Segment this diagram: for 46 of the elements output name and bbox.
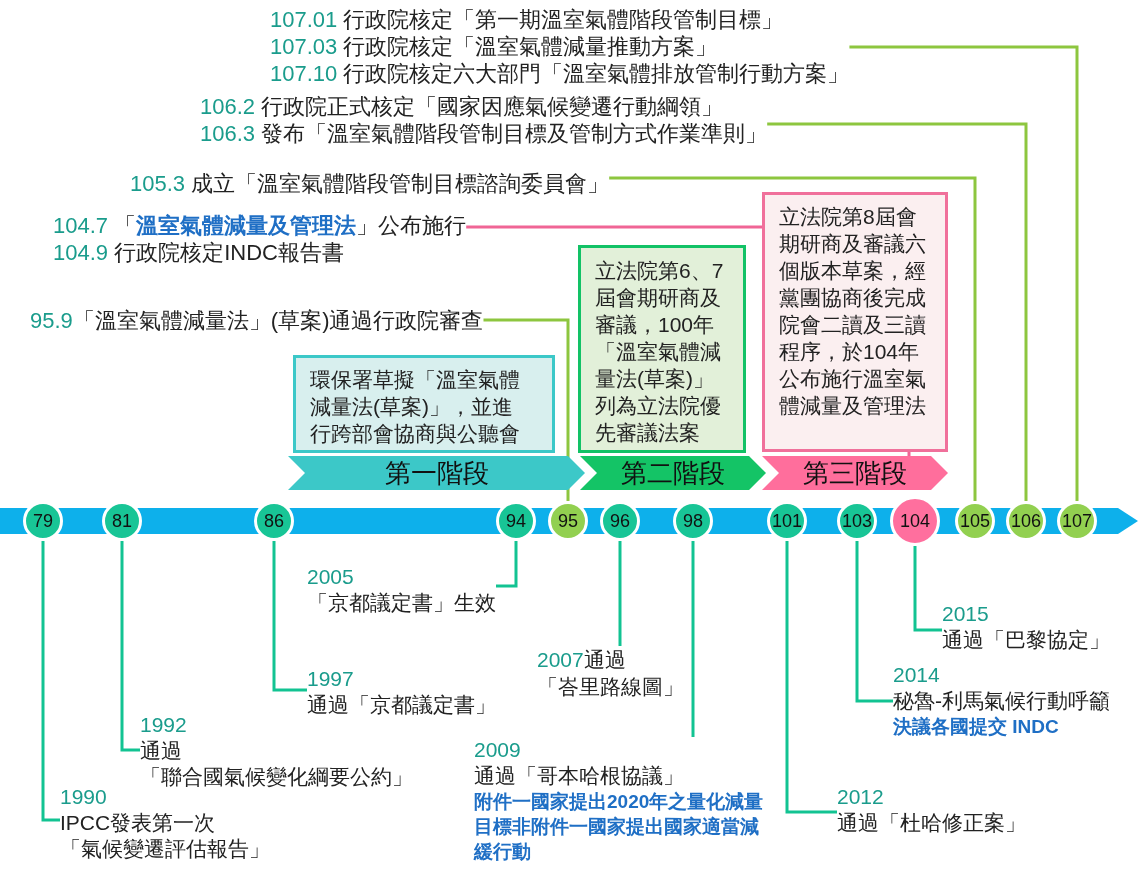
event-note: 1997 通過「京都議定書」 bbox=[307, 666, 496, 718]
event-note: 2007通過「峇里路線圖」 bbox=[537, 646, 707, 700]
year-circle: 79 bbox=[23, 501, 63, 541]
year-circle: 101 bbox=[767, 501, 807, 541]
year-circle: 104 bbox=[890, 496, 940, 546]
year-circle: 98 bbox=[673, 501, 713, 541]
year-circle: 94 bbox=[496, 501, 536, 541]
event-note: 95.9「溫室氣體減量法」(草案)通過行政院審查 bbox=[30, 307, 484, 334]
leader-line bbox=[272, 541, 307, 692]
year-circle: 107 bbox=[1057, 501, 1097, 541]
year-circle: 81 bbox=[102, 501, 142, 541]
event-note: 2009 通過「哥本哈根協議」 附件一國家提出2020年之量化減量目標非附件一國家提出國家適當減緩行動 bbox=[474, 737, 769, 864]
year-circle: 95 bbox=[548, 501, 588, 541]
event-note: 105.3 成立「溫室氣體階段管制目標諮詢委員會」 bbox=[130, 170, 610, 197]
year-circle: 86 bbox=[254, 501, 294, 541]
event-note: 2012 通過「杜哈修正案」 bbox=[837, 784, 1026, 836]
year-circle: 106 bbox=[1006, 501, 1046, 541]
leader-line bbox=[496, 541, 518, 588]
leader-line bbox=[913, 546, 942, 632]
event-note: 106.2 行政院正式核定「國家因應氣候變遷行動綱領」 106.3 發布「溫室氣體階段管制目標及管制方式作業準則」 bbox=[200, 93, 768, 147]
leader-line bbox=[785, 541, 837, 814]
leader-line bbox=[907, 452, 911, 456]
year-circle: 103 bbox=[837, 501, 877, 541]
phase-banner: 第三階段 bbox=[762, 456, 948, 490]
leader-line bbox=[691, 541, 695, 737]
leader-line bbox=[855, 541, 893, 703]
leader-line bbox=[609, 176, 977, 501]
leader-line bbox=[41, 541, 60, 822]
phase-note-box: 立法院第6、7屆會期研商及審議，100年「溫室氣體減量法(草案)」列為立法院優先審議法案 bbox=[578, 245, 746, 453]
event-note: 107.01 行政院核定「第一期溫室氣體階段管制目標」 107.03 行政院核定「溫室氣體減量推動方案」 107.10 行政院核定六大部門「溫室氣體排放管制行動方案」 bbox=[270, 6, 850, 87]
year-circle: 105 bbox=[955, 501, 995, 541]
event-note: 2014 秘魯-利馬氣候行動呼籲 決議各國提交 INDC bbox=[893, 662, 1110, 739]
phase-banner: 第二階段 bbox=[580, 456, 766, 490]
event-note: 104.7 「溫室氣體減量及管理法」公布施行 104.9 行政院核定INDC報告書 bbox=[53, 212, 467, 266]
event-note: 2005 「京都議定書」生效 bbox=[307, 564, 496, 616]
phase-note-box: 立法院第8屆會期研商及審議六個版本草案，經黨團協商後完成院會二讀及三讀程序，於104年公布施行溫室氣體減量及管理法 bbox=[762, 192, 948, 452]
year-circle: 96 bbox=[600, 501, 640, 541]
leader-line bbox=[767, 122, 1028, 501]
leader-line bbox=[483, 318, 570, 501]
leader-line bbox=[618, 541, 622, 646]
phase-note-box: 環保署草擬「溫室氣體減量法(草案)」，並進行跨部會協商與公聽會 bbox=[293, 355, 555, 453]
leader-line bbox=[120, 541, 140, 752]
leader-line bbox=[466, 225, 762, 229]
leader-line bbox=[849, 45, 1079, 501]
event-note: 2015 通過「巴黎協定」 bbox=[942, 601, 1110, 653]
phase-banner: 第一階段 bbox=[288, 456, 585, 490]
